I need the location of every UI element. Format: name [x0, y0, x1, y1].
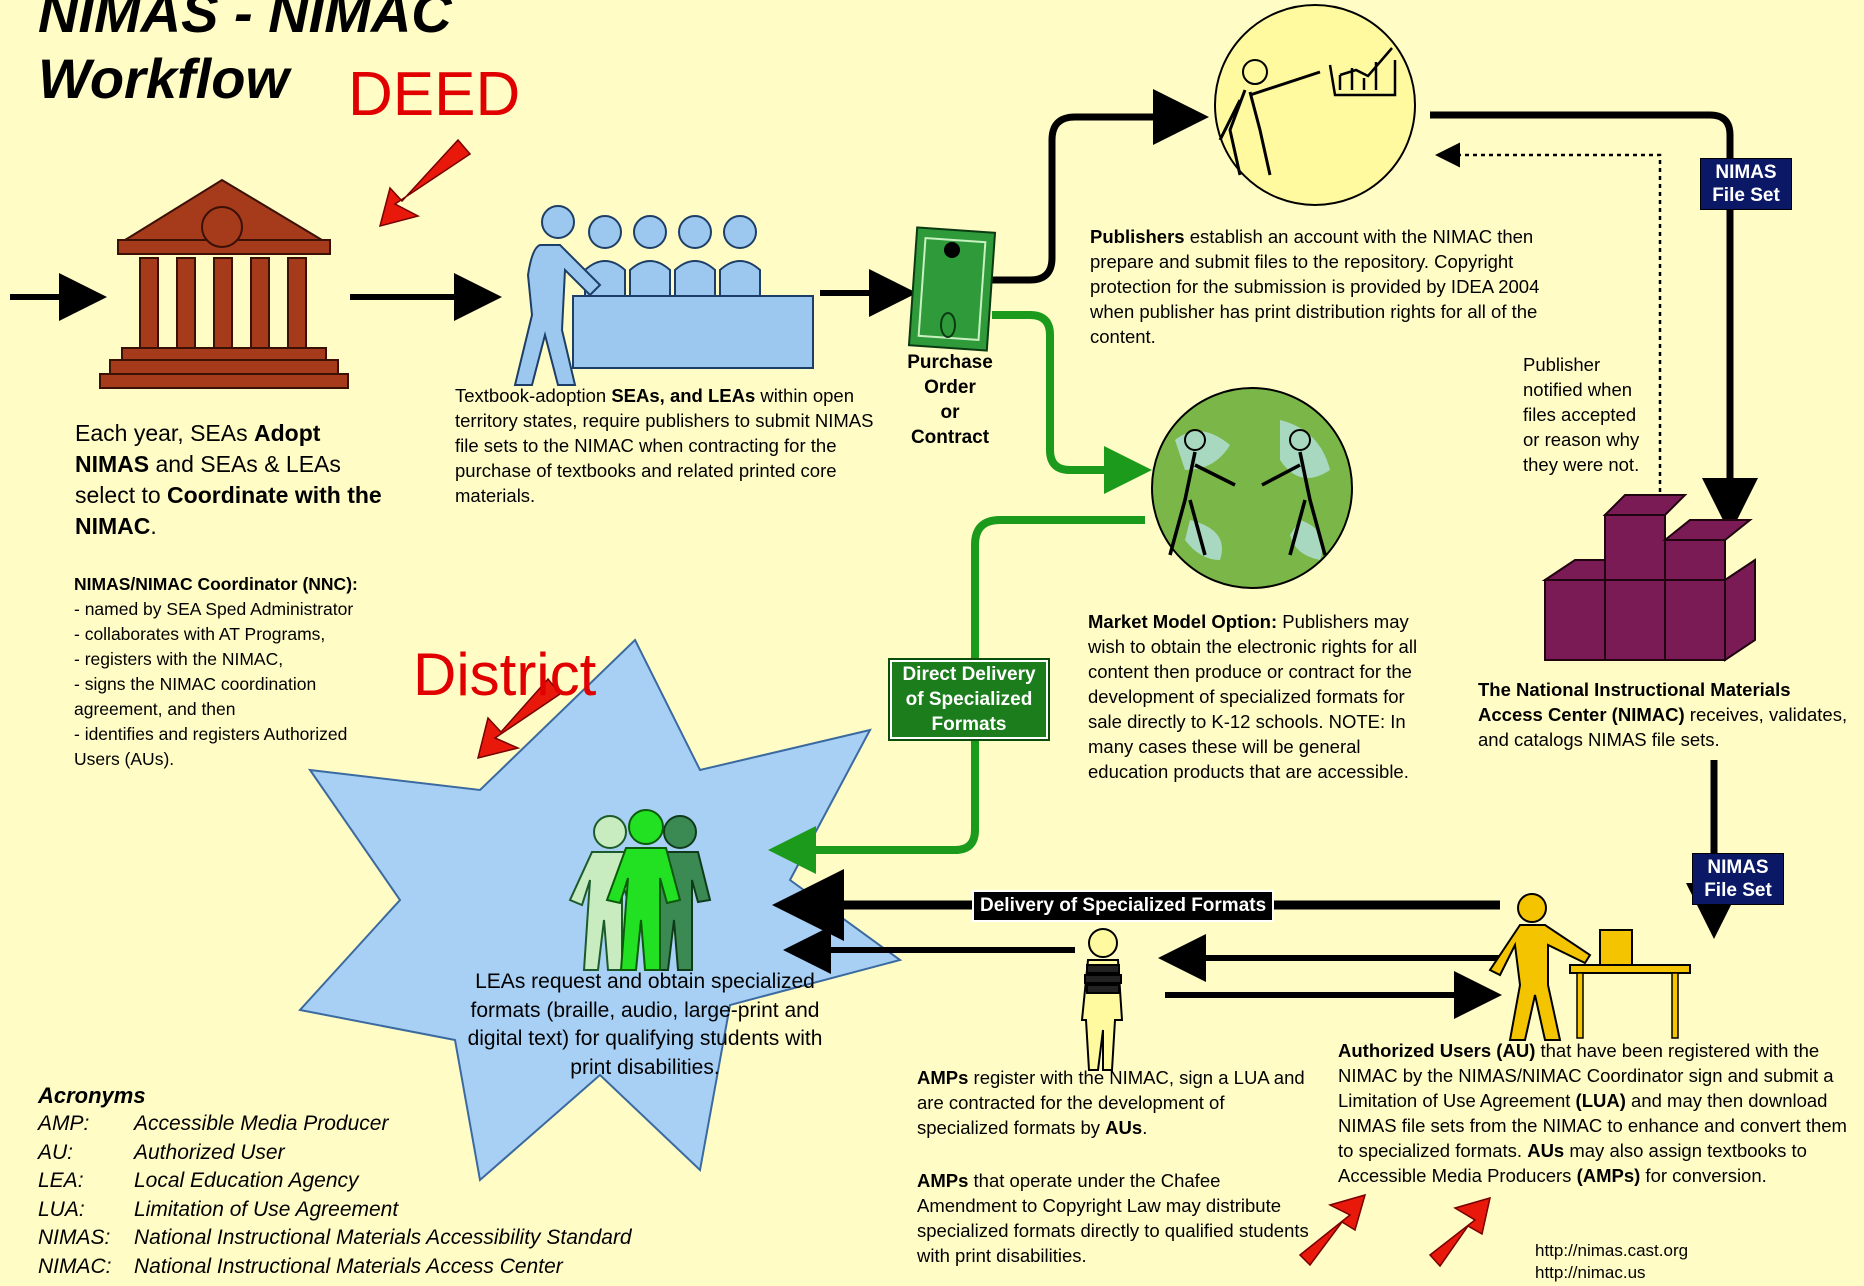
publishers-text: establish an account with the NIMAC then… — [1090, 226, 1540, 347]
amp2-text-bold: AMPs — [917, 1170, 969, 1191]
au-text: that have been registered with the NIMAC… — [1338, 1040, 1834, 1111]
delivery-specialized-formats-label: Delivery of Specialized Formats — [972, 890, 1275, 922]
amp2-text: that operate under the Chafee Amendment … — [917, 1170, 1309, 1266]
nimac-text-bold: The National Instructional Materials Acc… — [1478, 679, 1791, 725]
au-text-aus: AUs — [1527, 1140, 1565, 1161]
nimas-label-line: NIMAS — [1715, 162, 1777, 183]
acronym-value: Limitation of Use Agreement — [134, 1197, 399, 1221]
market-text-bold: Market Model Option: — [1088, 611, 1278, 632]
sea-text-mid: and SEAs & LEAs select to — [75, 451, 341, 508]
contract-document-icon — [907, 226, 997, 352]
acronym-row: LEA: Local Education Agency — [38, 1167, 738, 1196]
direct-delivery-line: of Specialized — [905, 689, 1033, 710]
nimas-file-set-label-bottom: NIMAS File Set — [1692, 853, 1784, 905]
textbook-text-post: within open territory states, require pu… — [455, 385, 874, 506]
acronym-key: NIMAS: — [38, 1226, 111, 1249]
sea-text-end: . — [150, 513, 157, 539]
nnc-description: NIMAS/NIMAC Coordinator (NNC): - named b… — [74, 572, 394, 772]
nimac-boxes-icon — [1541, 494, 1756, 662]
amp-chafee-description: AMPs that operate under the Chafee Amend… — [917, 1168, 1317, 1268]
au-figure-icon — [1488, 893, 1691, 1041]
nnc-item: - identifies and registers Authorized Us… — [74, 724, 348, 769]
sea-text-coordinate: Coordinate with the NIMAC — [75, 482, 382, 539]
title-line-1: NIMAS - NIMAC — [38, 0, 452, 44]
direct-delivery-line: Direct Delivery — [902, 664, 1036, 685]
nnc-item: - named by SEA Sped Administrator — [74, 599, 354, 619]
sea-text-lead: Each year, SEAs — [75, 420, 254, 446]
purchase-line: Order — [924, 377, 976, 398]
diagram-title: NIMAS - NIMAC Workflow — [38, 0, 452, 112]
publisher-circle-icon — [1214, 4, 1416, 206]
publishers-text-bold: Publishers — [1090, 226, 1185, 247]
purchase-line: Contract — [910, 427, 990, 448]
reference-links: http://nimas.cast.org http://nimac.us — [1535, 1240, 1688, 1284]
authorized-users-description: Authorized Users (AU) that have been reg… — [1338, 1038, 1848, 1188]
nimas-label-line: NIMAS — [1707, 857, 1769, 878]
deed-overlay-label: DEED — [348, 60, 521, 129]
amp1-text-bold: AMPs — [917, 1067, 969, 1088]
acronym-value: National Instructional Materials Access … — [134, 1254, 563, 1278]
acronym-key: AU: — [38, 1140, 74, 1164]
acronyms-legend: Acronyms AMP: Accessible Media Producer A… — [38, 1082, 738, 1281]
acronym-row: AU: Authorized User — [38, 1139, 738, 1168]
students-icon — [568, 809, 712, 971]
acronym-value: Authorized User — [134, 1140, 285, 1164]
acronym-key: AMP: — [38, 1112, 90, 1135]
nimac-text: receives, validates, and catalogs NIMAS … — [1478, 704, 1848, 750]
textbook-text-pre: Textbook-adoption — [455, 385, 612, 406]
building-icon — [99, 178, 349, 389]
au-text-amps: (AMPs) — [1576, 1165, 1641, 1186]
link-nimas[interactable]: http://nimas.cast.org — [1535, 1241, 1689, 1260]
publisher-notified-text: Publisher notified when files accepted o… — [1523, 354, 1640, 475]
nimas-file-set-label-top: NIMAS File Set — [1700, 158, 1792, 210]
nnc-item: - registers with the NIMAC, — [74, 649, 284, 669]
au-text-2: and may then download NIMAS file sets fr… — [1338, 1090, 1847, 1161]
direct-delivery-label: Direct Delivery of Specialized Formats — [888, 658, 1050, 741]
au-text-lua: (LUA) — [1575, 1090, 1626, 1111]
amp-register-description: AMPs register with the NIMAC, sign a LUA… — [917, 1065, 1307, 1140]
acronyms-heading: Acronyms — [38, 1083, 146, 1108]
market-text: Publishers may wish to obtain the electr… — [1088, 611, 1418, 782]
acronym-row: NIMAC: National Instructional Materials A… — [38, 1253, 738, 1282]
title-line-2: Workflow — [38, 47, 289, 110]
purchase-order-label: Purchase Order or Contract — [895, 350, 1005, 450]
au-text-bold: Authorized Users (AU) — [1338, 1040, 1536, 1061]
leas-description: LEAs request and obtain specialized form… — [467, 970, 823, 1079]
acronym-row: LUA: Limitation of Use Agreement — [38, 1196, 738, 1225]
market-globe-icon — [1151, 387, 1353, 589]
acronym-key: LEA: — [38, 1169, 84, 1192]
amp1-text-end: . — [1142, 1117, 1148, 1138]
textbook-description: Textbook-adoption SEAs, and LEAs within … — [455, 383, 875, 508]
sea-description: Each year, SEAs Adopt NIMAS and SEAs & L… — [75, 418, 395, 542]
textbook-text-bold: SEAs, and LEAs — [611, 385, 756, 406]
acronym-row: AMP: Accessible Media Producer — [38, 1110, 738, 1139]
au-text-3: may also assign textbooks to Accessible … — [1338, 1140, 1807, 1186]
purchase-line: Purchase — [907, 352, 993, 373]
nimac-description: The National Instructional Materials Acc… — [1478, 677, 1858, 752]
acronym-value: Accessible Media Producer — [134, 1112, 389, 1135]
direct-delivery-line: Formats — [931, 714, 1007, 735]
acronym-row: NIMAS: National Instructional Materials A… — [38, 1224, 738, 1253]
amp1-text-aus: AUs — [1105, 1117, 1143, 1138]
seas-leas-people-icon — [513, 205, 814, 386]
nimas-label-line: File Set — [1712, 185, 1780, 206]
amp1-text: register with the NIMAC, sign a LUA and … — [917, 1067, 1305, 1138]
nimas-label-line: File Set — [1704, 880, 1772, 901]
publishers-description: Publishers establish an account with the… — [1090, 224, 1560, 349]
acronym-value: Local Education Agency — [134, 1169, 359, 1192]
nnc-item: - collaborates with AT Programs, — [74, 624, 326, 644]
acronym-key: NIMAC: — [38, 1254, 112, 1278]
red-overlay-arrows — [378, 138, 1492, 1268]
link-nimac[interactable]: http://nimac.us — [1535, 1263, 1646, 1282]
au-text-4: for conversion. — [1640, 1165, 1767, 1186]
purchase-line: or — [940, 402, 960, 423]
nnc-heading: NIMAS/NIMAC Coordinator (NNC): — [74, 574, 358, 594]
amp-figure-icon — [1080, 928, 1124, 1071]
acronym-key: LUA: — [38, 1197, 85, 1221]
sea-text-adopt: Adopt NIMAS — [75, 420, 321, 477]
nnc-item: - signs the NIMAC coordination agreement… — [74, 674, 317, 719]
district-overlay-label: District — [413, 641, 597, 708]
market-model-description: Market Model Option: Publishers may wish… — [1088, 609, 1428, 784]
acronym-value: National Instructional Materials Accessi… — [134, 1226, 632, 1249]
